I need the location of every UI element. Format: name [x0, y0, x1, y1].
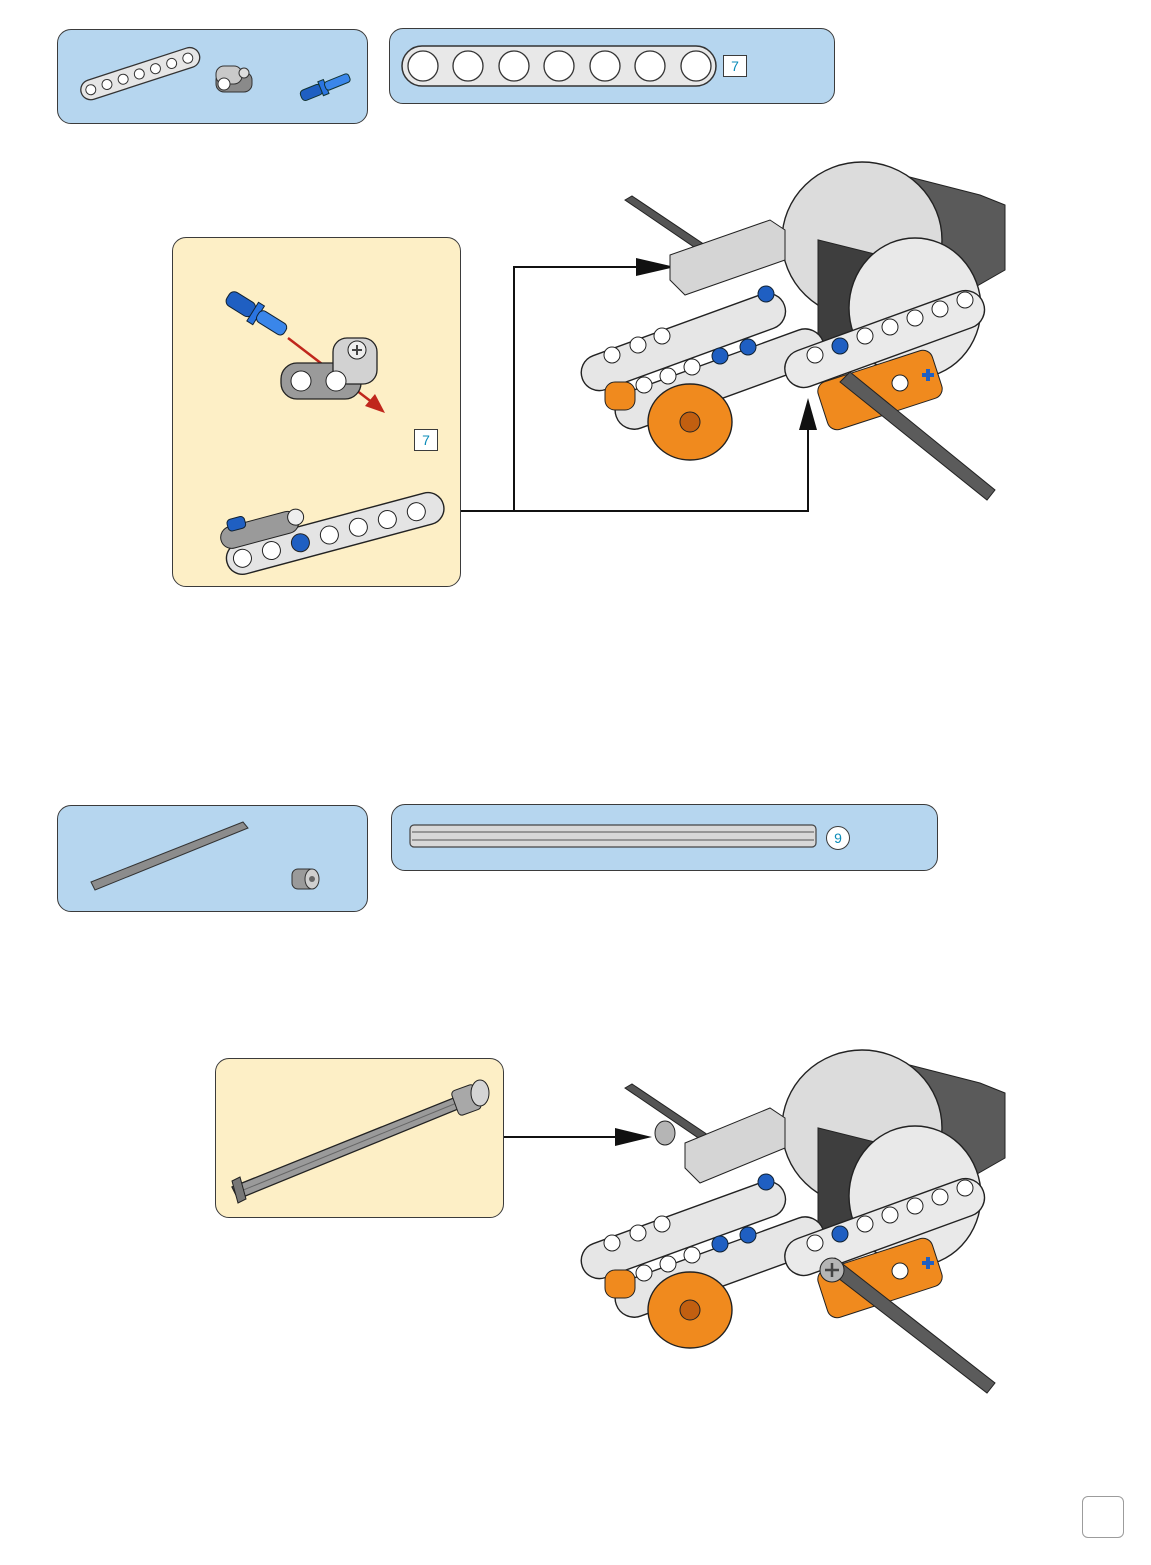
step2-model-illustration	[570, 1048, 1010, 1398]
page-number-box	[1082, 1496, 1124, 1538]
